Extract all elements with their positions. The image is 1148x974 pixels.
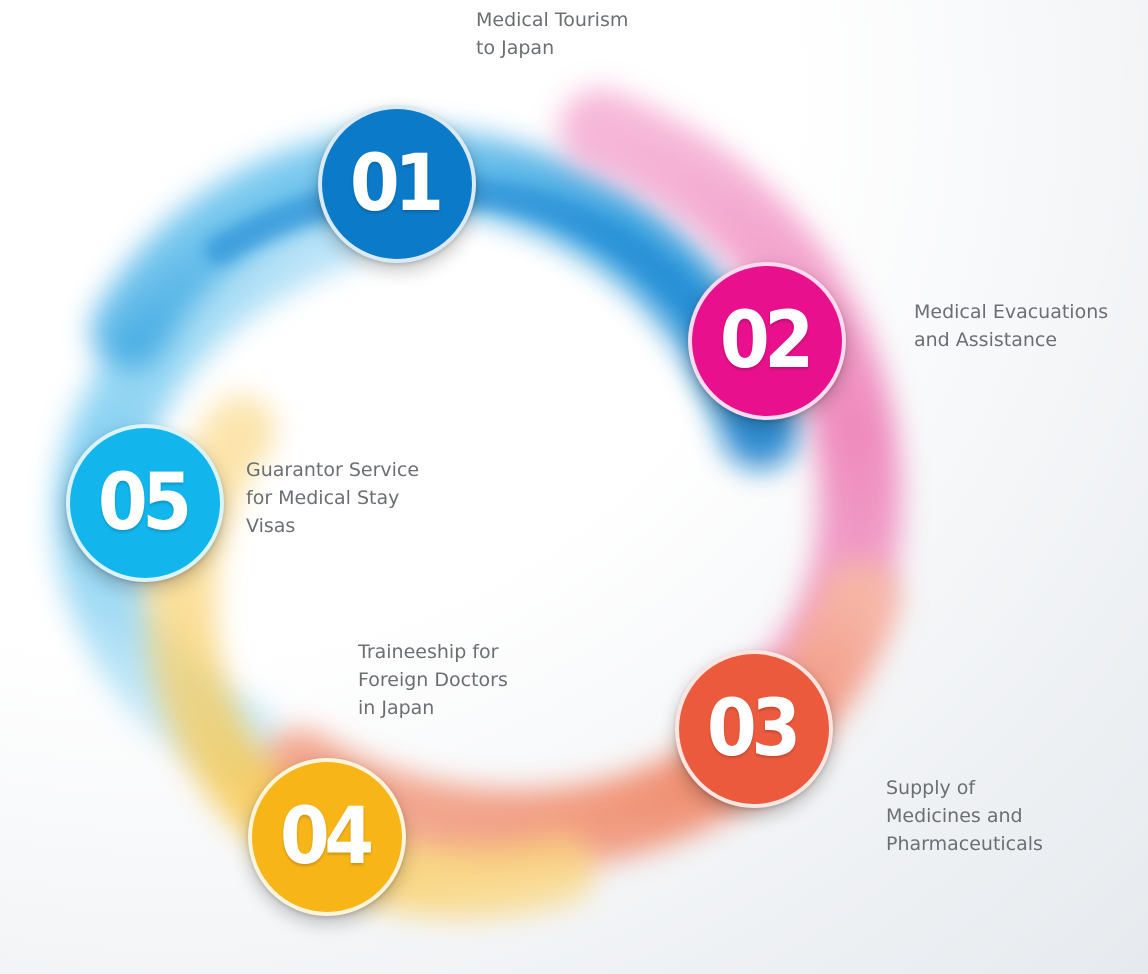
step-03-label: Supply of Medicines and Pharmaceuticals — [886, 777, 1043, 855]
step-02-badge: 02 — [688, 262, 846, 420]
step-01-label: Medical Tourism to Japan — [476, 9, 629, 59]
step-03-badge: 03 — [675, 650, 833, 808]
step-01-number: 01 — [349, 139, 444, 229]
step-05-badge: 05 — [66, 424, 224, 582]
step-05-number: 05 — [97, 458, 192, 548]
step-01-badge: 01 — [318, 105, 476, 263]
step-03-number: 03 — [706, 684, 801, 774]
step-04-number: 04 — [279, 792, 374, 882]
step-04-label: Traineeship for Foreign Doctors in Japan — [358, 641, 508, 719]
step-05-label: Guarantor Service for Medical Stay Visas — [246, 459, 420, 537]
step-04-badge: 04 — [248, 758, 406, 916]
step-02-number: 02 — [719, 296, 814, 386]
step-02-label: Medical Evacuations and Assistance — [914, 301, 1109, 351]
